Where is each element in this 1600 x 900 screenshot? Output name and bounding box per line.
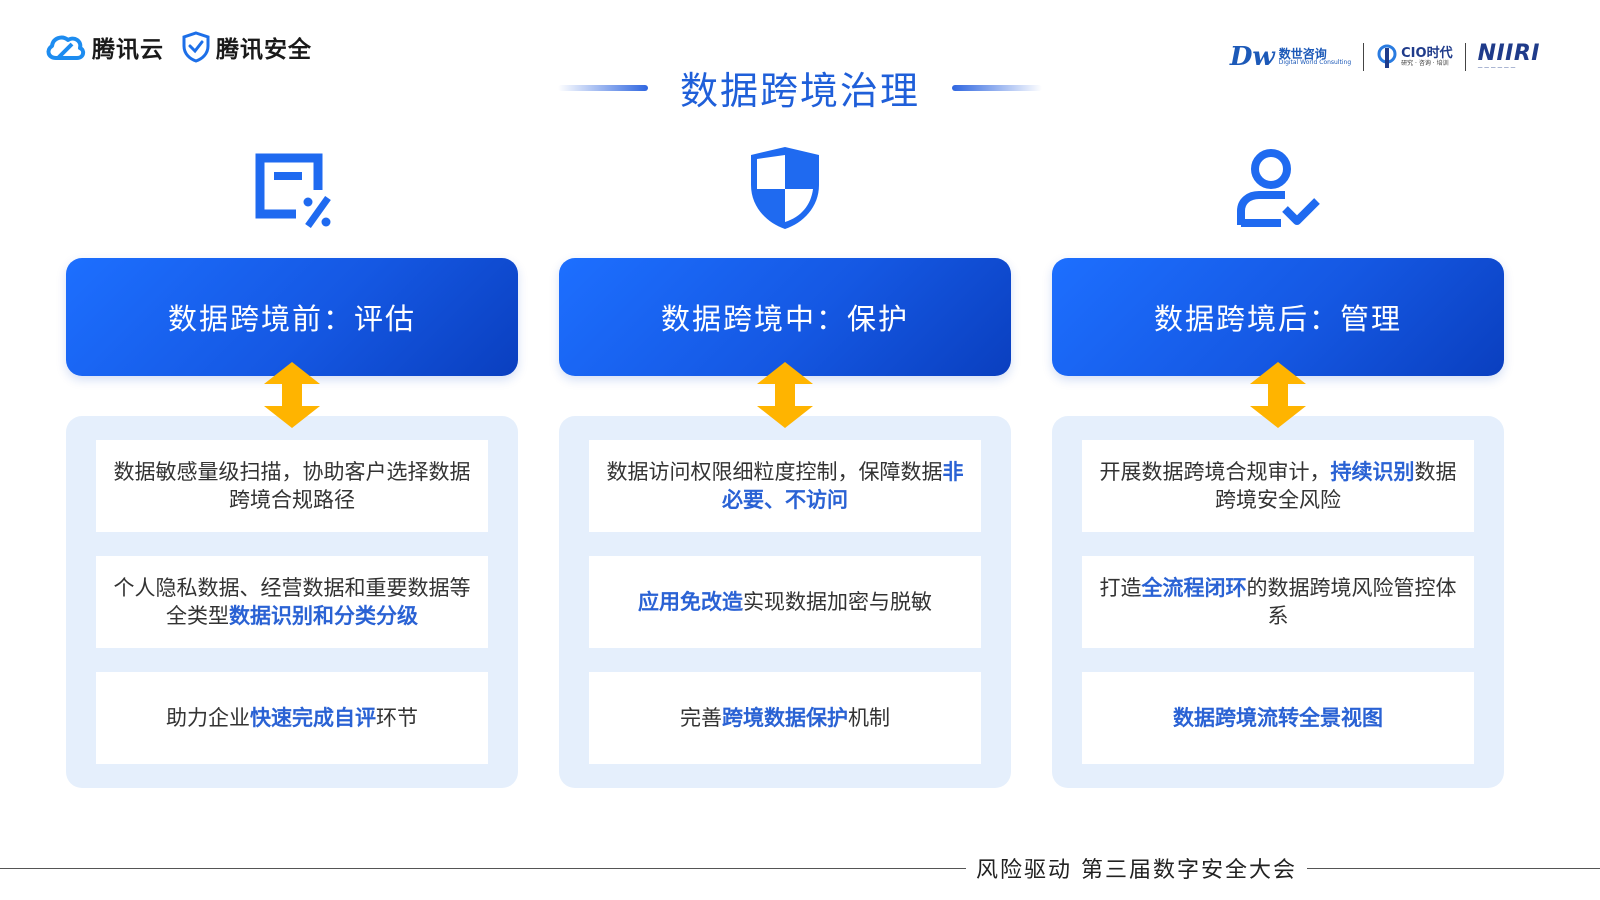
column-manage: 数据跨境后：管理 开展数据跨境合规审计，持续识别数据跨境安全风险 打造全流程闭环… — [1052, 140, 1504, 788]
cio-logo: CIO时代 研究 · 咨询 · 培训 — [1376, 44, 1453, 70]
column-heading-box: 数据跨境后：管理 — [1052, 258, 1504, 376]
cio-mark-icon — [1377, 44, 1397, 68]
highlight-text: 持续识别 — [1330, 460, 1415, 484]
column-panel: 数据访问权限细粒度控制，保障数据非必要、不访问 应用免改造实现数据加密与脱敏 完… — [559, 416, 1011, 788]
title-decoration-left — [557, 84, 648, 91]
list-item: 完善跨境数据保护机制 — [589, 672, 981, 764]
tencent-security-logo: 腾讯安全 — [182, 30, 312, 64]
item-text: 开展数据跨境合规审计， — [1099, 460, 1331, 484]
partner2-sub: 研究 · 咨询 · 培训 — [1401, 59, 1449, 67]
double-arrow-icon — [757, 362, 813, 428]
page-title: 数据跨境治理 — [679, 69, 920, 113]
partner-logos: Dw 数世咨询 Digital World Consulting CIO时代 研… — [1230, 42, 1540, 72]
footer-rule — [0, 868, 1600, 869]
document-percent-icon — [247, 140, 337, 235]
highlight-text: 非必要、不访问 — [722, 460, 964, 512]
dw-mark-icon: Dw — [1229, 42, 1275, 72]
list-item: 数据跨境流转全景视图 — [1082, 672, 1474, 764]
title-bar: 数据跨境治理 — [0, 60, 1600, 115]
item-text: 数据敏感量级扫描，协助客户选择数据跨境合规路径 — [113, 460, 471, 512]
logo-divider — [1363, 43, 1365, 71]
partner2-text: CIO时代 — [1401, 45, 1453, 61]
tencent-cloud-logo: 腾讯云 — [44, 30, 164, 64]
item-text: 个人隐私数据、经营数据和重要数据等全类型 — [113, 576, 471, 628]
column-heading: 数据跨境前：评估 — [167, 302, 416, 336]
list-item: 数据敏感量级扫描，协助客户选择数据跨境合规路径 — [96, 440, 488, 532]
list-item: 打造全流程闭环的数据跨境风险管控体系 — [1082, 556, 1474, 648]
column-heading: 数据跨境后：管理 — [1153, 302, 1402, 336]
footer-caption: 风险驱动 第三届数字安全大会 — [966, 852, 1307, 884]
list-item: 助力企业快速完成自评环节 — [96, 672, 488, 764]
item-text: 打造 — [1099, 576, 1142, 600]
column-heading-box: 数据跨境中：保护 — [559, 258, 1011, 376]
shield-icon — [740, 140, 830, 235]
item-text: 的数据跨境风险管控体系 — [1246, 576, 1457, 628]
double-arrow-icon — [1250, 362, 1306, 428]
column-heading-box: 数据跨境前：评估 — [66, 258, 518, 376]
logo-divider — [1464, 43, 1466, 71]
user-check-icon — [1233, 140, 1323, 235]
shield-check-logo-icon — [182, 31, 210, 63]
list-item: 个人隐私数据、经营数据和重要数据等全类型数据识别和分类分级 — [96, 556, 488, 648]
niiri-subline: — — — — — — — [1477, 65, 1516, 71]
highlight-text: 快速完成自评 — [250, 706, 376, 730]
column-panel: 数据敏感量级扫描，协助客户选择数据跨境合规路径 个人隐私数据、经营数据和重要数据… — [66, 416, 518, 788]
brand1-text: 腾讯云 — [92, 37, 164, 63]
list-item: 数据访问权限细粒度控制，保障数据非必要、不访问 — [589, 440, 981, 532]
brand-logos: 腾讯云 腾讯安全 — [44, 30, 312, 64]
item-text: 实现数据加密与脱敏 — [743, 590, 932, 614]
list-item: 开展数据跨境合规审计，持续识别数据跨境安全风险 — [1082, 440, 1474, 532]
cloud-icon — [46, 35, 86, 60]
column-heading: 数据跨境中：保护 — [660, 302, 909, 336]
title-decoration-right — [952, 84, 1042, 91]
item-text: 助力企业 — [166, 706, 250, 730]
partner1-cn: 数世咨询 — [1278, 46, 1327, 61]
dw-logo: Dw 数世咨询 Digital World Consulting — [1230, 42, 1351, 72]
item-text: 环节 — [376, 706, 418, 730]
item-text: 机制 — [848, 706, 890, 730]
niiri-logo: NIIRI — — — — — — — [1477, 41, 1540, 72]
highlight-text: 应用免改造 — [638, 590, 743, 614]
list-item: 应用免改造实现数据加密与脱敏 — [589, 556, 981, 648]
highlight-text: 跨境数据保护 — [722, 706, 848, 730]
highlight-text: 全流程闭环 — [1141, 576, 1247, 600]
double-arrow-icon — [264, 362, 320, 428]
brand2-text: 腾讯安全 — [216, 37, 312, 63]
highlight-text: 数据跨境流转全景视图 — [1173, 706, 1383, 730]
column-assess: 数据跨境前：评估 数据敏感量级扫描，协助客户选择数据跨境合规路径 个人隐私数据、… — [66, 140, 518, 788]
column-protect: 数据跨境中：保护 数据访问权限细粒度控制，保障数据非必要、不访问 应用免改造实现… — [559, 140, 1011, 788]
item-text: 数据访问权限细粒度控制，保障数据 — [606, 460, 943, 484]
item-text: 数据跨境安全风险 — [1215, 460, 1457, 512]
partner1-en: Digital World Consulting — [1278, 59, 1352, 67]
highlight-text: 数据识别和分类分级 — [229, 604, 418, 628]
item-text: 完善 — [680, 706, 722, 730]
partner3-text: NIIRI — [1477, 41, 1540, 66]
column-panel: 开展数据跨境合规审计，持续识别数据跨境安全风险 打造全流程闭环的数据跨境风险管控… — [1052, 416, 1504, 788]
